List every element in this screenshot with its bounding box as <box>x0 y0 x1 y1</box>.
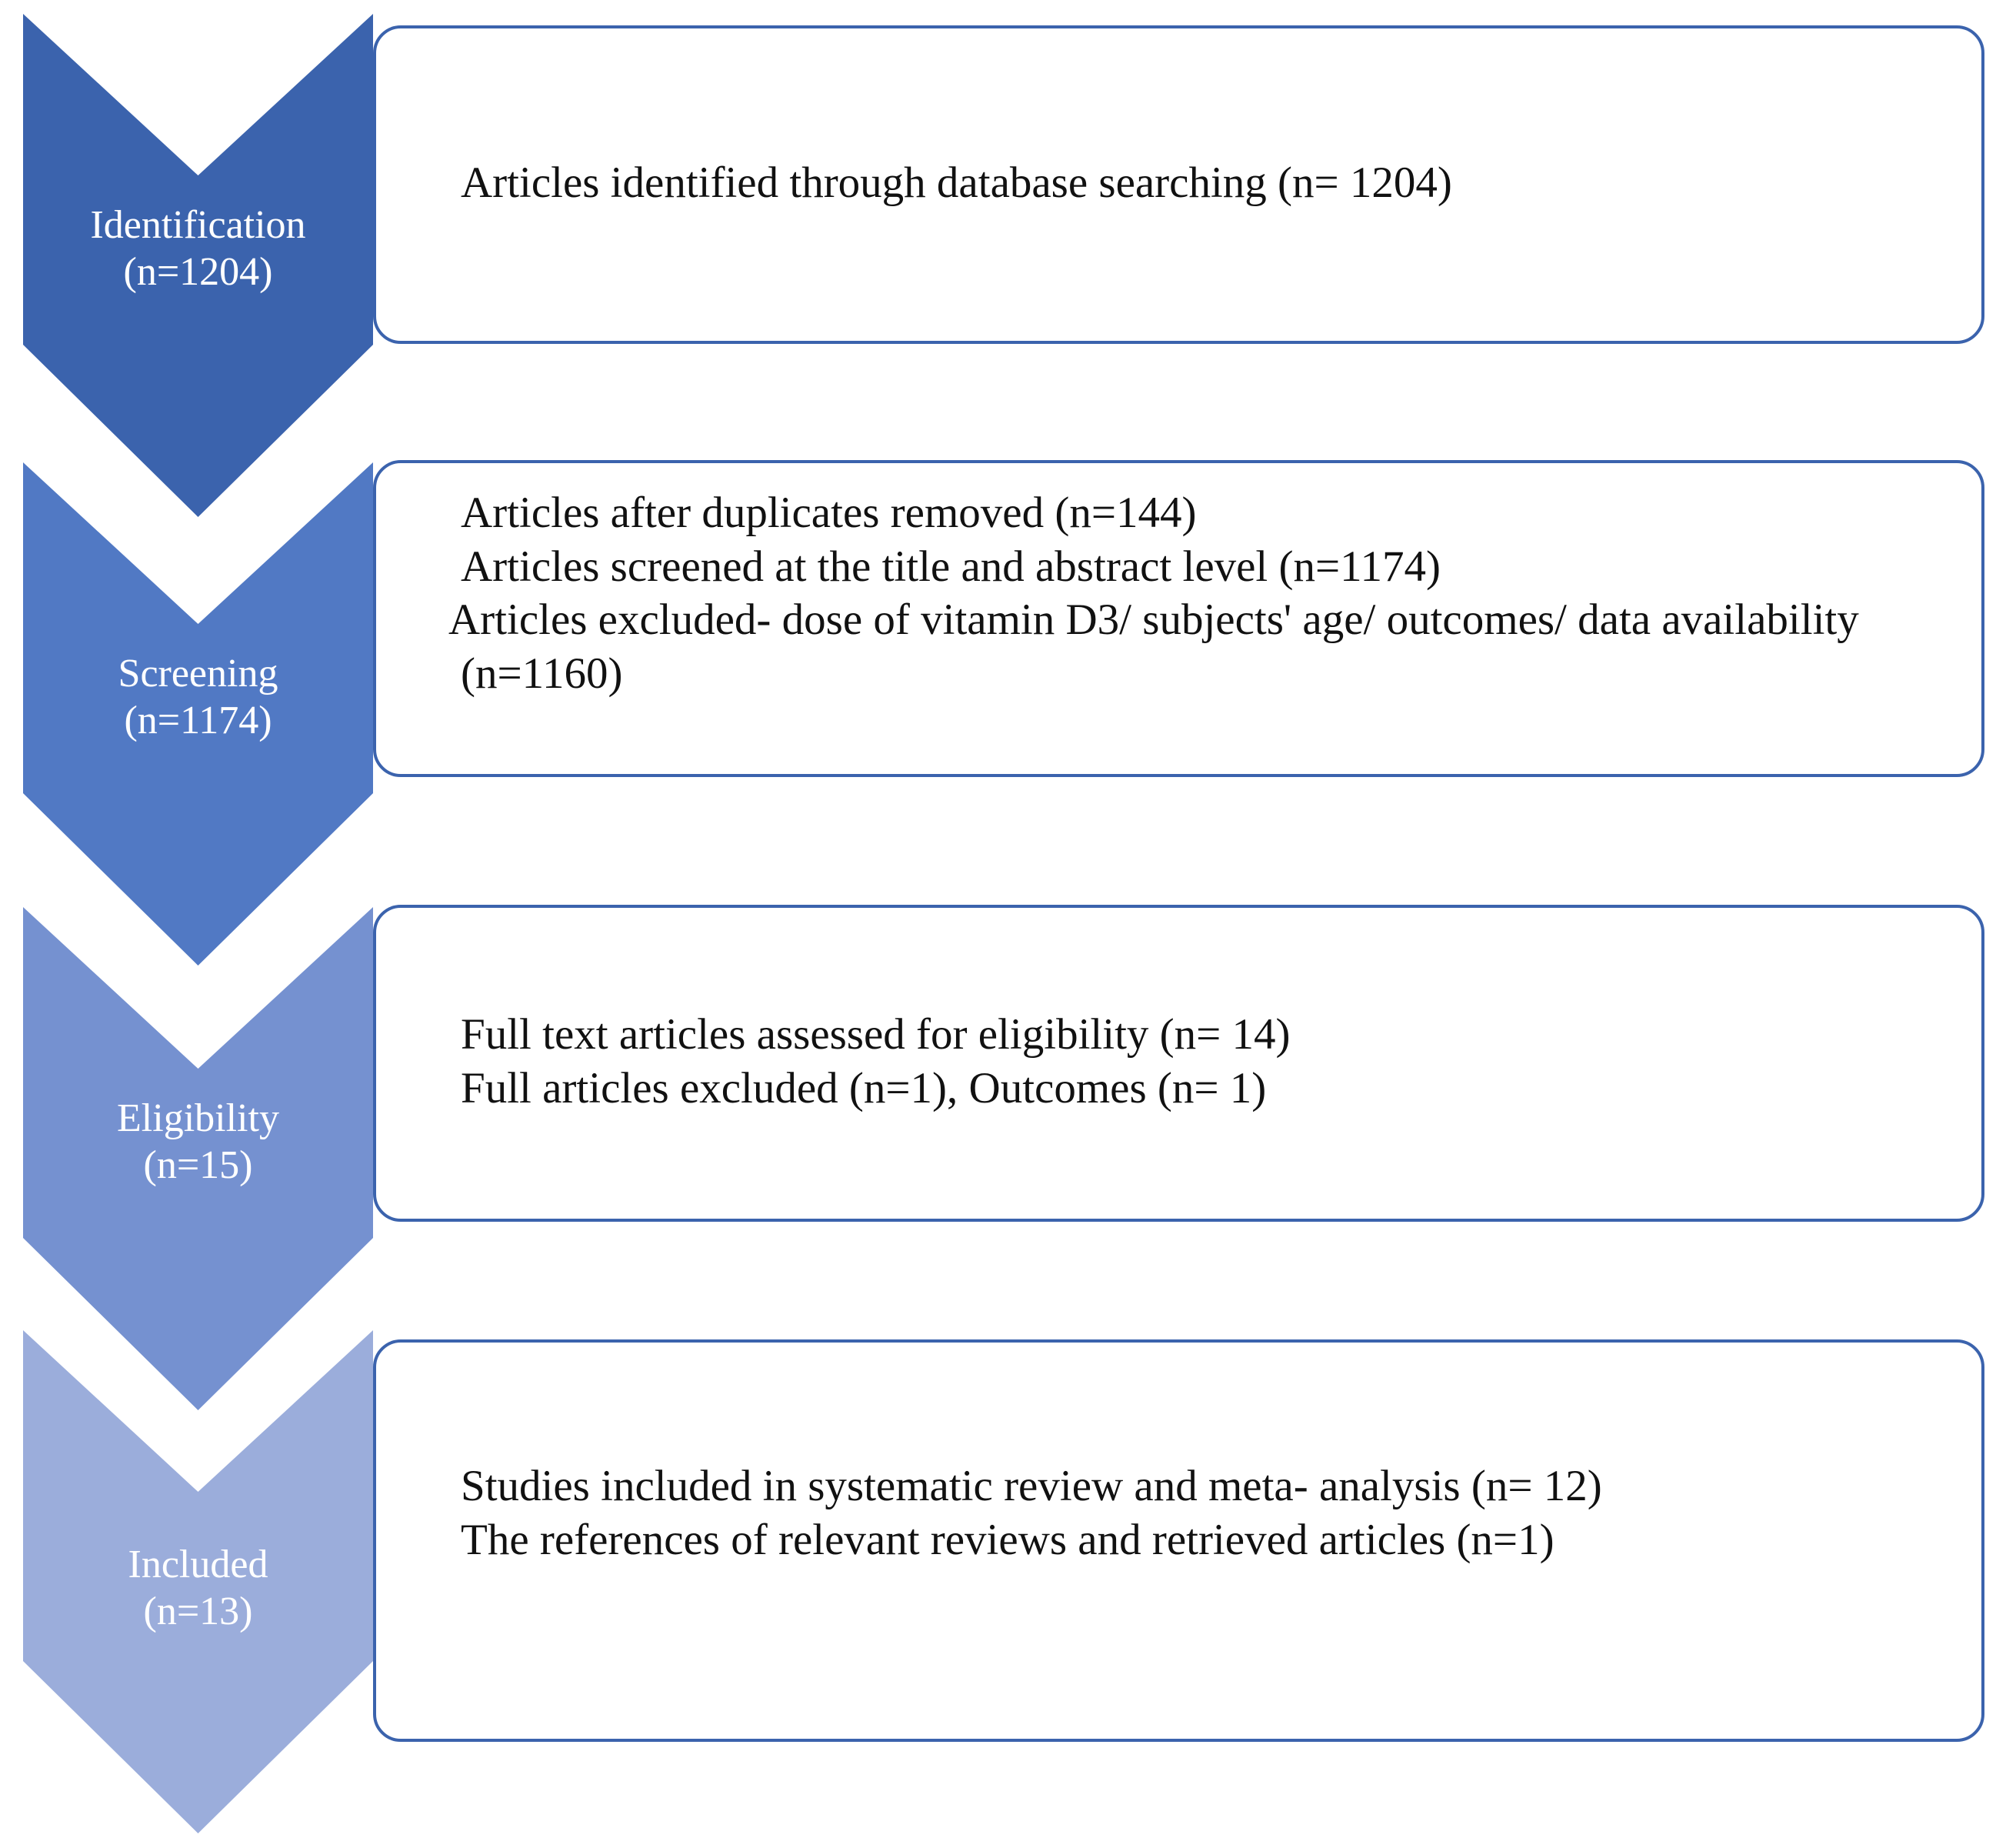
chevron-screening-shape <box>23 462 373 966</box>
box-line: Articles identified through database sea… <box>461 158 1452 207</box>
box-line: Articles excluded- dose of vitamin D3/ s… <box>448 595 1859 645</box>
box-included-text: Studies included in systematic review an… <box>461 1459 1951 1566</box>
chevron-polygon <box>23 14 373 517</box>
box-identification-text: Articles identified through database sea… <box>461 156 1951 210</box>
box-eligibility-text: Full text articles assessed for eligibil… <box>461 1008 1951 1115</box>
chevron-eligibility-shape <box>23 907 373 1410</box>
chevron-identification-shape <box>23 14 373 517</box>
box-line: Articles after duplicates removed (n=144… <box>461 489 1197 537</box>
box-line: (n=1160) <box>461 649 623 698</box>
box-line: Studies included in systematic review an… <box>461 1462 1602 1510</box>
chevron-screening: Screening (n=1174) <box>23 449 373 966</box>
box-eligibility: Full text articles assessed for eligibil… <box>373 905 1984 1222</box>
chevron-polygon <box>23 907 373 1410</box>
box-screening: Articles after duplicates removed (n=144… <box>373 460 1984 777</box>
chevron-polygon <box>23 1330 373 1833</box>
chevron-included-shape <box>23 1330 373 1833</box>
box-line: Full articles excluded (n=1), Outcomes (… <box>461 1063 1267 1112</box>
box-line: The references of relevant reviews and r… <box>461 1515 1554 1564</box>
chevron-polygon <box>23 462 373 966</box>
box-line: Articles screened at the title and abstr… <box>461 542 1441 591</box>
box-identification: Articles identified through database sea… <box>373 25 1984 344</box>
chevron-included: Included (n=13) <box>23 1316 373 1833</box>
chevron-identification: Identification (n=1204) <box>23 0 373 517</box>
box-included: Studies included in systematic review an… <box>373 1339 1984 1742</box>
box-line: Full text articles assessed for eligibil… <box>461 1010 1291 1059</box>
box-screening-text: Articles after duplicates removed (n=144… <box>448 486 1951 700</box>
